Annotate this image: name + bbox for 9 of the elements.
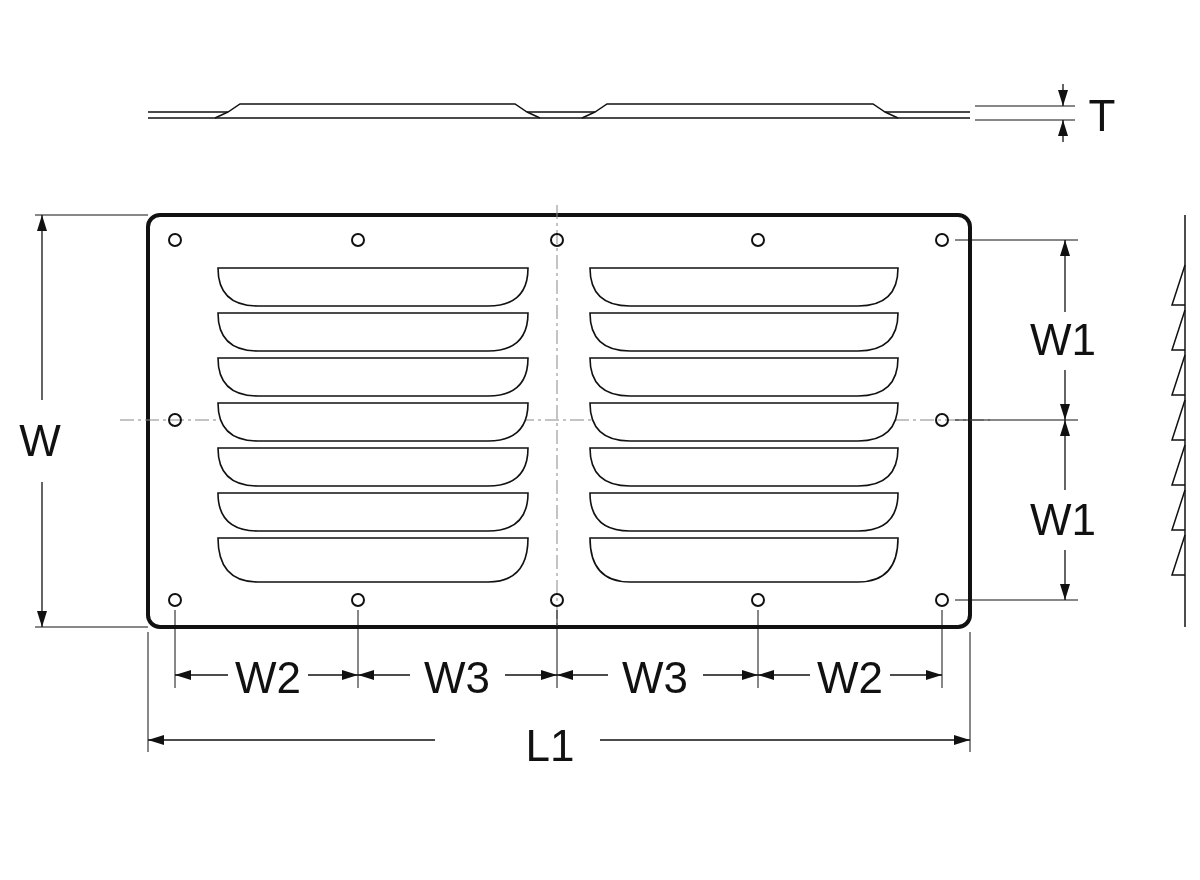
- dimension-label: W1: [1030, 498, 1096, 542]
- dimension-label: W1: [1030, 318, 1096, 362]
- dimension-label: W2: [235, 656, 301, 700]
- dimension-label: W3: [424, 656, 490, 700]
- dimension-label: W: [19, 419, 61, 463]
- dimension-label: L1: [525, 724, 575, 768]
- dimension-label: W3: [622, 656, 688, 700]
- dimension-label: T: [1088, 94, 1116, 138]
- dimension-label: W2: [817, 656, 883, 700]
